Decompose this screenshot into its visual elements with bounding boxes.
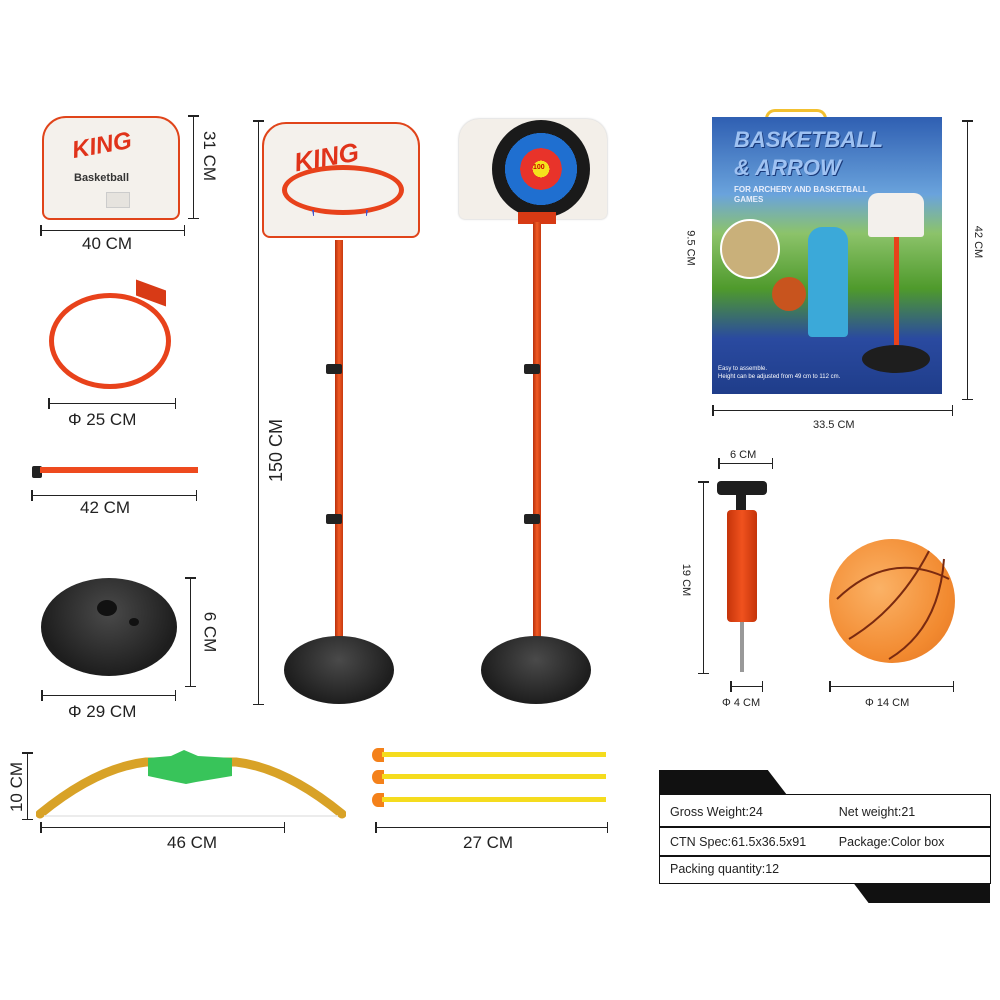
ball-dimension xyxy=(829,681,954,692)
specs-row-ctn: CTN Spec:61.5x36.5x91 Package:Color box xyxy=(660,828,990,856)
stand-pole xyxy=(335,240,343,650)
backboard-width-label: 40 CM xyxy=(82,234,133,253)
ball-image xyxy=(829,539,955,663)
gross-weight-label: Gross Weight xyxy=(670,805,746,819)
pump-shaft xyxy=(736,494,746,510)
box-subtitle: FOR ARCHERY AND BASKETBALL GAMES xyxy=(734,185,868,204)
base-small-hole xyxy=(129,618,139,626)
bow-width-dimension xyxy=(40,822,285,833)
hoop-ring xyxy=(49,293,171,389)
separator: : xyxy=(761,862,766,876)
target-base xyxy=(481,636,591,704)
ball-diameter-label: Φ 14 CM xyxy=(865,697,910,709)
ctn-spec-label: CTN Spec xyxy=(670,835,728,849)
packing-qty-label: Packing quantity xyxy=(670,862,762,876)
box-width-label: 33.5 CM xyxy=(813,419,855,431)
gross-weight-value: 24 xyxy=(748,805,763,819)
target-pole xyxy=(533,222,541,650)
box-archery-photo xyxy=(720,219,780,279)
box-title-line2: & ARROW xyxy=(734,155,841,180)
stand-base xyxy=(284,636,394,704)
backboard-width-dimension xyxy=(40,225,185,236)
hoop-dimension xyxy=(48,398,176,409)
specs-bottom-tab xyxy=(852,881,990,903)
backboard-logo: KING xyxy=(70,127,134,165)
base-diameter-label: Φ 29 CM xyxy=(68,702,137,721)
stand-clamp-lower xyxy=(326,514,342,524)
arrows-length-label: 27 CM xyxy=(463,833,514,852)
backboard-bracket xyxy=(106,192,130,208)
box-bullet-1: Easy to assemble. xyxy=(718,366,768,372)
backboard-height-dimension xyxy=(188,115,199,219)
net-weight-value: 21 xyxy=(901,805,916,819)
base-image xyxy=(41,578,177,676)
box-ball xyxy=(772,277,806,311)
specs-table: Gross Weight:24 Net weight:21 CTN Spec:6… xyxy=(659,794,991,884)
specs-row-packing: Packing quantity:12 xyxy=(660,855,990,883)
stand-clamp-upper xyxy=(326,364,342,374)
specs-top-tab xyxy=(659,770,787,795)
specs-row-weight: Gross Weight:24 Net weight:21 xyxy=(660,798,990,826)
pole-segment-image xyxy=(40,467,198,473)
separator: : xyxy=(887,835,891,849)
stand-height-dimension xyxy=(253,120,264,705)
box-pole xyxy=(894,237,899,352)
base-width-dimension xyxy=(41,690,176,701)
backboard-image: KING Basketball xyxy=(42,116,180,220)
pump-width-dimension xyxy=(718,458,773,469)
pump-height-label: 19 CM xyxy=(680,563,693,597)
target-face: 100 xyxy=(492,120,590,218)
box-bullet-2: Height can be adjusted from 49 cm to 112… xyxy=(718,374,841,380)
needle-diameter-label: Φ 4 CM xyxy=(722,697,761,709)
stand-hoop-ring xyxy=(282,165,404,215)
pole-clamp xyxy=(32,466,42,478)
target-clamp-upper xyxy=(524,364,540,374)
base-height-dimension xyxy=(185,577,196,687)
box-title-line1: BASKETBALL xyxy=(734,127,884,152)
specs-divider xyxy=(660,826,990,828)
package-label: Package xyxy=(838,835,888,849)
target-center-label: 100 xyxy=(533,164,545,171)
pole-segment-length-label: 42 CM xyxy=(80,498,131,517)
box-width-dimension xyxy=(712,405,953,416)
stand-height-label: 150 CM xyxy=(266,418,287,483)
net-weight-label: Net weight xyxy=(838,805,898,819)
separator: : xyxy=(745,805,749,819)
box-height-label: 42 CM xyxy=(972,225,985,259)
bow-width-label: 46 CM xyxy=(167,833,218,852)
box-boy-figure xyxy=(808,227,848,337)
bow-height-dimension xyxy=(22,752,33,820)
box-front: BASKETBALL & ARROW FOR ARCHERY AND BASKE… xyxy=(712,117,942,394)
hoop-diameter-label: Φ 25 CM xyxy=(68,410,137,429)
arrows-dimension xyxy=(375,822,608,833)
box-handle xyxy=(765,109,827,122)
bow-image xyxy=(36,750,346,819)
separator: : xyxy=(897,805,902,819)
pump-height-dimension xyxy=(698,481,709,674)
box-bullet-list: Easy to assemble. Height can be adjusted… xyxy=(718,365,840,381)
bow-height-label: 10 CM xyxy=(7,761,27,813)
packing-qty-value: 12 xyxy=(765,862,780,876)
specs-divider xyxy=(660,855,990,857)
base-height-label: 6 CM xyxy=(200,611,220,653)
backboard-subtitle: Basketball xyxy=(74,172,130,184)
pump-barrel xyxy=(727,510,757,622)
backboard-height-label: 31 CM xyxy=(200,130,220,182)
pump-needle xyxy=(740,622,744,672)
separator: : xyxy=(727,835,732,849)
box-depth-label: 9.5 CM xyxy=(684,230,697,266)
ball-seams xyxy=(836,550,950,660)
package-value: Color box xyxy=(890,835,945,849)
needle-dimension xyxy=(730,681,763,692)
pump-width-label: 6 CM xyxy=(730,449,757,461)
target-clamp-lower xyxy=(524,514,540,524)
ctn-spec-value: 61.5x36.5x91 xyxy=(731,835,807,849)
pump-handle xyxy=(717,481,767,495)
target-bracket xyxy=(518,212,556,224)
pole-segment-dimension xyxy=(31,490,197,501)
box-backboard xyxy=(868,193,924,237)
box-stand-base xyxy=(862,345,930,373)
box-height-dimension xyxy=(962,120,973,400)
base-hole xyxy=(97,600,117,616)
